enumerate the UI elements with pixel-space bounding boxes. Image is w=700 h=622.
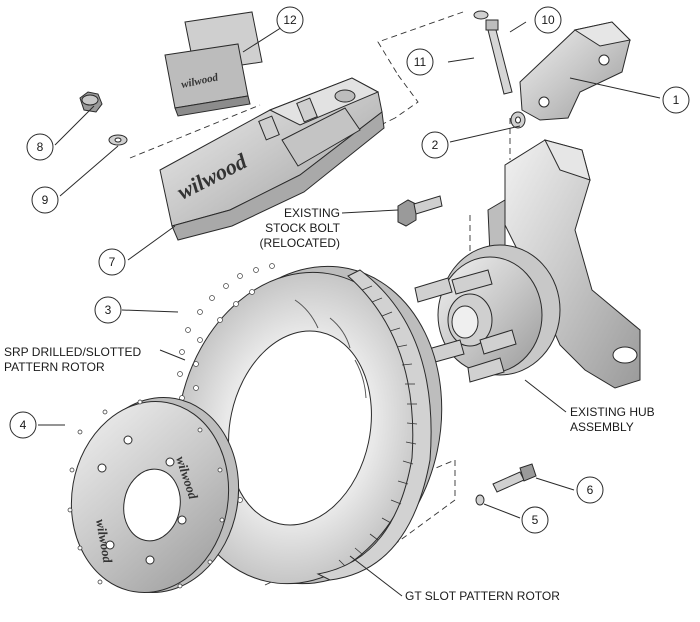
- callout-1: 1: [662, 86, 690, 114]
- washer-9: [108, 134, 128, 146]
- callout-9: 9: [31, 186, 59, 214]
- svg-text:ASSEMBLY: ASSEMBLY: [570, 420, 634, 434]
- svg-text:(RELOCATED): (RELOCATED): [260, 236, 340, 250]
- svg-text:11: 11: [414, 55, 427, 69]
- nut: [79, 91, 103, 113]
- label-hub-assembly: EXISTING HUB ASSEMBLY: [570, 405, 655, 434]
- svg-text:7: 7: [109, 255, 116, 269]
- callout-11: 11: [406, 48, 434, 76]
- rotor-slots: [294, 299, 367, 399]
- washer-5: [475, 494, 485, 506]
- hat-bolt-holes: [97, 435, 187, 565]
- callout-3: 3: [94, 296, 122, 324]
- callout-8: 8: [26, 133, 54, 161]
- svg-text:2: 2: [432, 138, 439, 152]
- bolt-6: [492, 463, 537, 493]
- caliper-bracket: [519, 21, 632, 121]
- srp-rotor: [175, 263, 443, 585]
- svg-text:8: 8: [37, 140, 44, 154]
- label-stock-bolt: EXISTING STOCK BOLT (RELOCATED): [260, 206, 341, 250]
- callout-6: 6: [576, 476, 604, 504]
- spindle-knuckle: [487, 139, 641, 389]
- hat-edge-holes: [67, 399, 225, 589]
- callout-12: 12: [276, 6, 304, 34]
- callout-5: 5: [521, 506, 549, 534]
- bolt-10: [485, 19, 513, 95]
- callout-7: 7: [98, 248, 126, 276]
- label-srp-rotor: SRP DRILLED/SLOTTED PATTERN ROTOR: [4, 345, 141, 374]
- washer-2: [510, 111, 526, 129]
- gt-rotor: [316, 269, 432, 581]
- svg-text:PATTERN ROTOR: PATTERN ROTOR: [4, 360, 105, 374]
- svg-text:4: 4: [20, 418, 27, 432]
- callout-10: 10: [534, 6, 562, 34]
- svg-text:1: 1: [673, 93, 680, 107]
- washer-11: [473, 10, 489, 20]
- svg-text:EXISTING HUB: EXISTING HUB: [570, 405, 655, 419]
- svg-text:EXISTING: EXISTING: [284, 206, 340, 220]
- caliper: wilwood: [159, 77, 385, 241]
- callout-4: 4: [9, 411, 37, 439]
- svg-text:GT SLOT PATTERN ROTOR: GT SLOT PATTERN ROTOR: [405, 589, 560, 603]
- svg-text:STOCK BOLT: STOCK BOLT: [265, 221, 341, 235]
- label-gt-rotor: GT SLOT PATTERN ROTOR: [405, 589, 560, 603]
- svg-text:9: 9: [42, 193, 49, 207]
- svg-text:SRP DRILLED/SLOTTED: SRP DRILLED/SLOTTED: [4, 345, 141, 359]
- svg-text:6: 6: [587, 483, 594, 497]
- stock-bolt: [397, 195, 443, 227]
- callout-2: 2: [421, 131, 449, 159]
- hub-assembly: [414, 244, 561, 383]
- svg-text:5: 5: [532, 513, 539, 527]
- svg-text:10: 10: [541, 13, 555, 27]
- gt-rotor-vanes: [338, 285, 418, 567]
- rotor-hat: wilwood wilwood: [67, 396, 240, 594]
- wheel-studs: [414, 269, 517, 383]
- svg-text:12: 12: [283, 13, 297, 27]
- svg-text:3: 3: [105, 303, 112, 317]
- brake-pads: wilwood: [164, 11, 263, 117]
